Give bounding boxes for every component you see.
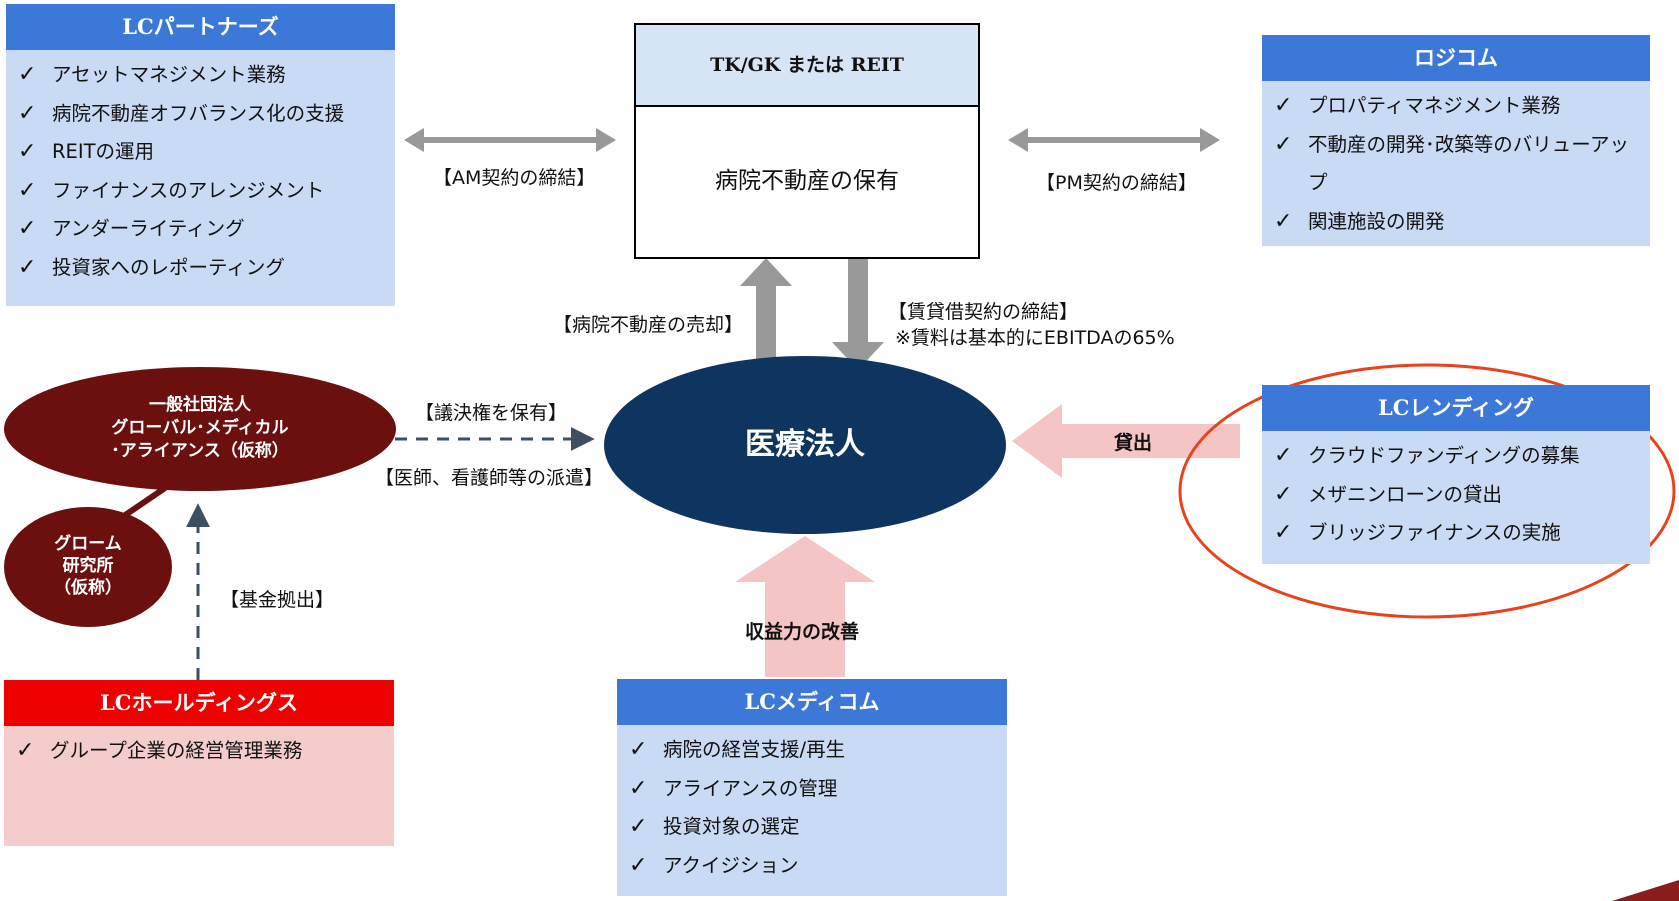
glom-line1: グローム bbox=[54, 534, 122, 554]
lc-partners-list: ✓アセットマネジメント業務 ✓病院不動産オフバランス化の支援 ✓REITの運用 … bbox=[6, 50, 395, 287]
check-icon: ✓ bbox=[18, 254, 37, 280]
rent-note-label: ※賃料は基本的にEBITDAの65% bbox=[895, 327, 1175, 349]
check-icon: ✓ bbox=[1274, 520, 1293, 545]
lc-medicom-title: LCメディコム bbox=[617, 679, 1007, 725]
pm-contract-label: 【PM契約の締結】 bbox=[1036, 172, 1197, 194]
list-item: ✓グループ企業の経営管理業務 bbox=[4, 732, 394, 771]
list-item: ✓関連施設の開発 bbox=[1262, 203, 1650, 242]
logicom-title: ロジコム bbox=[1262, 35, 1650, 81]
logicom-box: ロジコム ✓プロパティマネジメント業務 ✓不動産の開発･改築等のバリューアップ … bbox=[1262, 35, 1650, 246]
list-item: ✓アンダーライティング bbox=[6, 210, 395, 249]
check-icon: ✓ bbox=[629, 814, 648, 839]
sale-up-arrow bbox=[740, 258, 792, 377]
list-item: ✓投資家へのレポーティング bbox=[6, 249, 395, 288]
lc-holdings-box: LCホールディングス ✓グループ企業の経営管理業務 bbox=[4, 680, 394, 846]
lc-lending-title: LCレンディング bbox=[1262, 385, 1650, 431]
am-double-arrow bbox=[404, 128, 616, 152]
lc-medicom-list: ✓病院の経営支援/再生 ✓アライアンスの管理 ✓投資対象の選定 ✓アクイジション bbox=[617, 725, 1007, 885]
list-item: ✓プロパティマネジメント業務 bbox=[1262, 87, 1650, 126]
tk-gk-body: 病院不動産の保有 bbox=[715, 168, 899, 194]
check-icon: ✓ bbox=[629, 852, 648, 878]
glom-line3: （仮称） bbox=[54, 578, 122, 598]
check-icon: ✓ bbox=[16, 738, 35, 763]
lc-lending-list: ✓クラウドファンディングの募集 ✓メザニンローンの貸出 ✓ブリッジファイナンスの… bbox=[1262, 431, 1650, 553]
list-item: ✓メザニンローンの貸出 bbox=[1262, 476, 1650, 515]
list-item: ✓ファイナンスのアレンジメント bbox=[6, 172, 395, 211]
check-icon: ✓ bbox=[18, 177, 37, 203]
logicom-list: ✓プロパティマネジメント業務 ✓不動産の開発･改築等のバリューアップ ✓関連施設… bbox=[1262, 81, 1650, 241]
glom-label: グローム 研究所 （仮称） bbox=[4, 533, 172, 599]
profit-label: 収益力の改善 bbox=[745, 621, 860, 643]
fund-label: 【基金拠出】 bbox=[220, 589, 335, 611]
check-icon: ✓ bbox=[18, 100, 37, 126]
list-item: ✓アセットマネジメント業務 bbox=[6, 56, 395, 95]
list-item: ✓アクイジション bbox=[617, 847, 1007, 886]
lc-partners-box: LCパートナーズ ✓アセットマネジメント業務 ✓病院不動産オフバランス化の支援 … bbox=[6, 4, 395, 306]
dispatch-label: 【医師、看護師等の派遣】 bbox=[375, 467, 604, 489]
medical-corp-label: 医療法人 bbox=[745, 427, 865, 462]
check-icon: ✓ bbox=[18, 216, 37, 241]
pm-double-arrow bbox=[1008, 128, 1220, 152]
medical-corp-ellipse bbox=[604, 356, 1006, 534]
check-icon: ✓ bbox=[18, 62, 37, 87]
profit-arrow bbox=[735, 536, 875, 677]
list-item: ✓ブリッジファイナンスの実施 bbox=[1262, 514, 1650, 553]
check-icon: ✓ bbox=[1274, 481, 1293, 507]
check-icon: ✓ bbox=[629, 737, 648, 762]
list-item: ✓クラウドファンディングの募集 bbox=[1262, 437, 1650, 476]
corner-decoration bbox=[1612, 880, 1679, 901]
lending-highlight-circle bbox=[1178, 363, 1676, 619]
list-item: ✓投資対象の選定 bbox=[617, 808, 1007, 847]
check-icon: ✓ bbox=[1274, 208, 1293, 234]
lc-holdings-list: ✓グループ企業の経営管理業務 bbox=[4, 726, 394, 771]
alliance-line2: グローバル･メディカル bbox=[111, 418, 289, 438]
voting-label: 【議決権を保有】 bbox=[415, 402, 568, 424]
lc-partners-title: LCパートナーズ bbox=[6, 4, 395, 50]
list-item: ✓病院不動産オフバランス化の支援 bbox=[6, 95, 395, 134]
lc-holdings-title: LCホールディングス bbox=[4, 680, 394, 726]
tk-gk-box: TK/GK または REIT 病院不動産の保有 bbox=[634, 23, 980, 259]
check-icon: ✓ bbox=[18, 139, 37, 164]
lending-label: 貸出 bbox=[1114, 432, 1153, 454]
lc-lending-box: LCレンディング ✓クラウドファンディングの募集 ✓メザニンローンの貸出 ✓ブリ… bbox=[1262, 385, 1650, 564]
sale-label: 【病院不動産の売却】 bbox=[553, 314, 744, 336]
tk-gk-title: TK/GK または REIT bbox=[636, 25, 978, 107]
check-icon: ✓ bbox=[1274, 131, 1293, 157]
lease-down-arrow bbox=[832, 253, 884, 370]
list-item: ✓不動産の開発･改築等のバリューアップ bbox=[1262, 126, 1650, 203]
list-item: ✓アライアンスの管理 bbox=[617, 770, 1007, 809]
alliance-label: 一般社団法人 グローバル･メディカル ･アライアンス（仮称） bbox=[4, 394, 396, 463]
alliance-line3: ･アライアンス（仮称） bbox=[111, 441, 289, 461]
lease-label: 【賃貸借契約の締結】 bbox=[888, 301, 1079, 323]
check-icon: ✓ bbox=[629, 775, 648, 801]
lending-arrow bbox=[1012, 404, 1240, 478]
glom-ellipse bbox=[4, 507, 172, 627]
glom-line2: 研究所 bbox=[62, 556, 114, 576]
lc-medicom-box: LCメディコム ✓病院の経営支援/再生 ✓アライアンスの管理 ✓投資対象の選定 … bbox=[617, 679, 1007, 896]
list-item: ✓病院の経営支援/再生 bbox=[617, 731, 1007, 770]
alliance-ellipse bbox=[4, 367, 396, 491]
alliance-line1: 一般社団法人 bbox=[149, 395, 251, 415]
check-icon: ✓ bbox=[1274, 93, 1293, 118]
am-contract-label: 【AM契約の締結】 bbox=[433, 167, 596, 189]
check-icon: ✓ bbox=[1274, 443, 1293, 468]
list-item: ✓REITの運用 bbox=[6, 133, 395, 172]
